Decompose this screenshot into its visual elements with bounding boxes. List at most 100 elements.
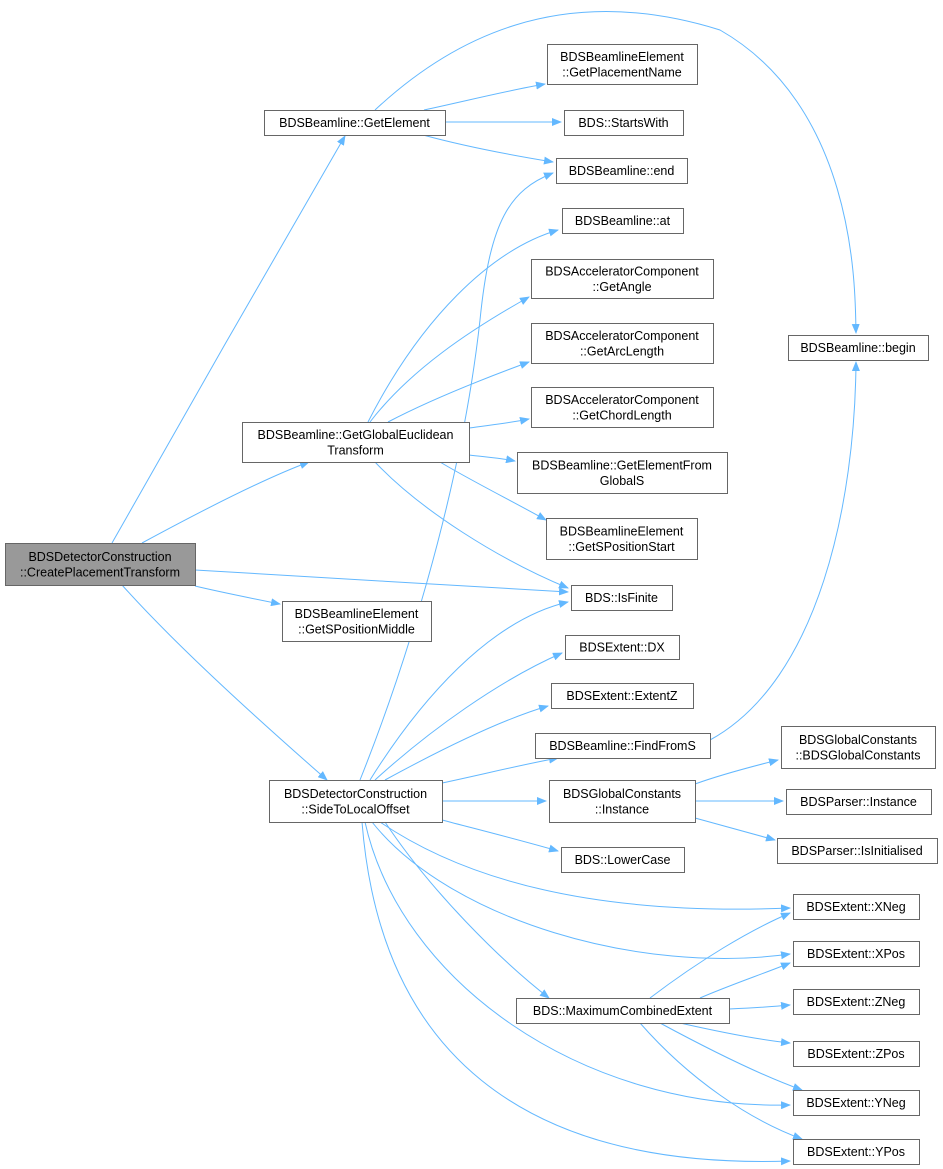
edge-getGlobalEuclidean-to-isFinite [374, 461, 569, 589]
node-box [551, 683, 694, 709]
edge-sideToLocalOffset-to-lowerCase [441, 819, 559, 853]
node-label: ::Instance [595, 802, 649, 816]
node-startsWith[interactable]: BDS::StartsWith [564, 110, 684, 136]
node-getSPositionMiddle[interactable]: BDSBeamlineElement::GetSPositionMiddle [282, 601, 432, 642]
edge-getGlobalEuclidean-to-getSPositionStart [439, 461, 547, 521]
node-label: ::GetArcLength [580, 344, 664, 358]
edge-sideToLocalOffset-to-yNeg [364, 821, 791, 1110]
edge-getElement-to-getPlacementName [423, 81, 546, 111]
node-zNeg[interactable]: BDSExtent::ZNeg [793, 989, 920, 1015]
node-parserIsInitialised[interactable]: BDSParser::IsInitialised [777, 838, 938, 864]
node-gcCtor[interactable]: BDSGlobalConstants::BDSGlobalConstants [781, 726, 936, 769]
node-maxCombinedExtent[interactable]: BDS::MaximumCombinedExtent [516, 998, 730, 1024]
node-box [781, 726, 936, 769]
edge-sideToLocalOffset-to-xPos [371, 821, 791, 960]
node-box [5, 543, 196, 586]
node-getChordLength[interactable]: BDSAcceleratorComponent::GetChordLength [531, 387, 714, 428]
node-xNeg[interactable]: BDSExtent::XNeg [793, 894, 920, 920]
node-box [546, 518, 698, 560]
node-label: BDS::LowerCase [575, 853, 671, 867]
node-label: BDSDetectorConstruction [284, 787, 427, 801]
node-yPos[interactable]: BDSExtent::YPos [793, 1139, 920, 1165]
node-box [264, 110, 446, 136]
node-box [535, 733, 711, 759]
edge-sideToLocalOffset-to-dx [374, 652, 563, 781]
node-zPos[interactable]: BDSExtent::ZPos [793, 1041, 920, 1067]
node-label: ::CreatePlacementTransform [20, 565, 180, 579]
node-root[interactable]: BDSDetectorConstruction::CreatePlacement… [5, 543, 196, 586]
node-box [242, 422, 470, 463]
node-sideToLocalOffset[interactable]: BDSDetectorConstruction::SideToLocalOffs… [269, 780, 443, 823]
node-begin[interactable]: BDSBeamline::begin [788, 335, 929, 361]
node-label: BDS::StartsWith [578, 116, 668, 130]
node-label: ::GetSPositionStart [568, 540, 675, 554]
node-label: BDSBeamlineElement [295, 607, 419, 621]
node-box [793, 1139, 920, 1165]
node-getArcLength[interactable]: BDSAcceleratorComponent::GetArcLength [531, 323, 714, 364]
edge-sideToLocalOffset-to-xNeg [379, 821, 791, 913]
node-getElement[interactable]: BDSBeamline::GetElement [264, 110, 446, 136]
node-xPos[interactable]: BDSExtent::XPos [793, 941, 920, 967]
node-findFromS[interactable]: BDSBeamline::FindFromS [535, 733, 711, 759]
node-box [565, 635, 680, 660]
edge-sideToLocalOffset-to-maxCombinedExtent [384, 821, 550, 999]
node-box [517, 452, 728, 494]
node-box [531, 259, 714, 299]
node-yNeg[interactable]: BDSExtent::YNeg [793, 1090, 920, 1116]
node-label: BDSBeamline::GetElement [279, 116, 430, 130]
node-extentZ[interactable]: BDSExtent::ExtentZ [551, 683, 694, 709]
node-box [777, 838, 938, 864]
edge-findFromS-to-begin [709, 361, 860, 741]
edge-maxCombinedExtent-to-zPos [679, 1022, 791, 1047]
edge-getElement-to-end [422, 134, 554, 165]
node-box [786, 789, 932, 815]
node-label: BDSExtent::YPos [807, 1145, 905, 1159]
node-box [793, 989, 920, 1015]
node-parserInstance[interactable]: BDSParser::Instance [786, 789, 932, 815]
edge-maxCombinedExtent-to-xPos [699, 962, 791, 999]
node-box [561, 847, 685, 873]
node-box [556, 158, 688, 184]
edge-getGlobalEuclidean-to-getArcLength [387, 361, 530, 423]
node-box [547, 44, 698, 85]
node-label: BDSAcceleratorComponent [545, 329, 699, 343]
node-end[interactable]: BDSBeamline::end [556, 158, 688, 184]
node-label: ::SideToLocalOffset [301, 802, 410, 816]
edge-maxCombinedExtent-to-zNeg [728, 1001, 791, 1010]
node-at[interactable]: BDSBeamline::at [562, 208, 684, 234]
edge-layer [111, 11, 860, 1166]
node-gcInstance[interactable]: BDSGlobalConstants::Instance [549, 780, 696, 823]
edge-getGlobalEuclidean-to-getAngle [369, 296, 530, 423]
node-label: BDSBeamline::at [575, 214, 671, 228]
node-label: ::GetChordLength [572, 408, 671, 422]
node-lowerCase[interactable]: BDS::LowerCase [561, 847, 685, 873]
node-box [531, 387, 714, 428]
edge-sideToLocalOffset-to-yPos [361, 821, 791, 1166]
edge-maxCombinedExtent-to-yPos [639, 1022, 803, 1140]
node-label: BDSBeamlineElement [560, 50, 684, 64]
edge-getElement-to-begin [374, 11, 860, 334]
edge-maxCombinedExtent-to-xNeg [649, 912, 791, 999]
node-label: BDSDetectorConstruction [28, 550, 171, 564]
node-getPlacementName[interactable]: BDSBeamlineElement::GetPlacementName [547, 44, 698, 85]
node-label: BDSBeamline::GetElementFrom [532, 458, 712, 472]
node-isFinite[interactable]: BDS::IsFinite [571, 585, 673, 611]
node-getAngle[interactable]: BDSAcceleratorComponent::GetAngle [531, 259, 714, 299]
edge-root-to-sideToLocalOffset [121, 584, 328, 781]
node-getSPositionStart[interactable]: BDSBeamlineElement::GetSPositionStart [546, 518, 698, 560]
node-label: BDSExtent::XPos [807, 947, 905, 961]
node-label: BDSBeamline::end [569, 164, 675, 178]
node-label: ::GetAngle [592, 280, 651, 294]
node-label: BDS::MaximumCombinedExtent [533, 1004, 713, 1018]
edge-maxCombinedExtent-to-yNeg [659, 1022, 803, 1091]
node-label: BDSAcceleratorComponent [545, 264, 699, 278]
node-label: ::BDSGlobalConstants [795, 748, 920, 762]
node-label: BDSGlobalConstants [799, 733, 917, 747]
node-label: BDSBeamline::GetGlobalEuclidean [258, 428, 454, 442]
node-box [516, 998, 730, 1024]
node-box [269, 780, 443, 823]
node-dx[interactable]: BDSExtent::DX [565, 635, 680, 660]
